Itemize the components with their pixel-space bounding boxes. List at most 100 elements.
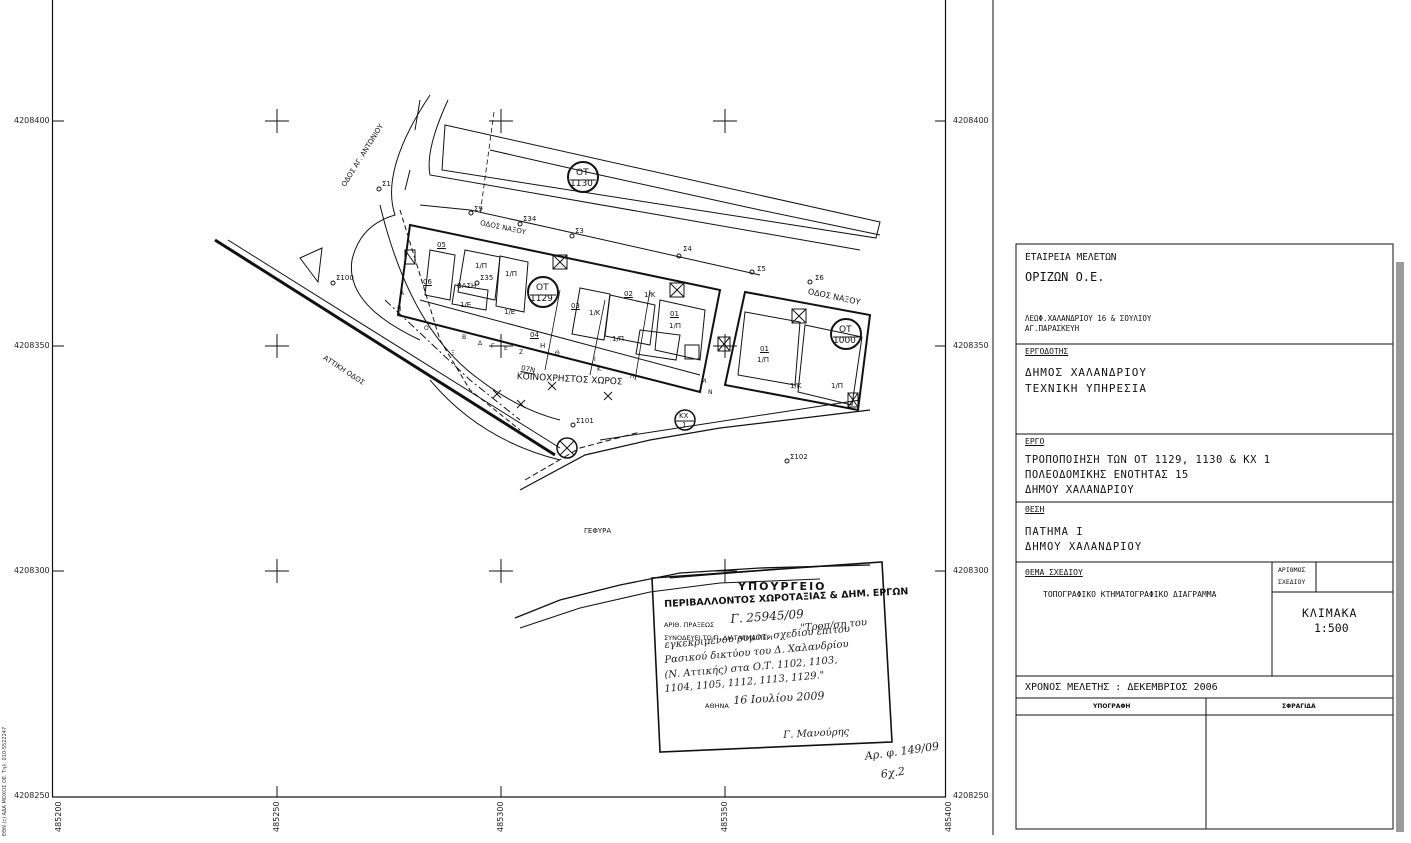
- corner-letter: Θ: [555, 350, 560, 357]
- building-type: 1/Ε: [504, 308, 516, 316]
- client-name: ΔΗΜΟΣ ΧΑΛΑΝΔΡΙΟΥ: [1025, 366, 1147, 379]
- stamp-act-label: ΑΡΙΘ. ΠΡΑΞΕΩΣ: [664, 621, 715, 629]
- building-type: 1/Π: [757, 356, 770, 364]
- corner-letter: Γ: [491, 343, 495, 350]
- block-1130-circle: [567, 161, 599, 193]
- block-label: ΟΤ: [576, 168, 589, 178]
- project-line: ΠΟΛΕΟΔΟΜΙΚΗΣ ΕΝΟΤΗΤΑΣ 15: [1025, 469, 1189, 481]
- station-label: Σ1: [382, 180, 391, 188]
- block-1000-circle: [830, 318, 862, 350]
- map-frame: [51, 0, 947, 798]
- titleblock-lines: [1015, 243, 1394, 830]
- plot-code: 01: [760, 345, 769, 353]
- station-label: Σ6: [815, 274, 824, 282]
- printer-code: ΕΘΝ (c) ΑΔΑ ΜΟΧΟΣ ΟΕ. Τηλ. 010-5522247: [2, 726, 8, 836]
- study-date: ΧΡΟΝΟΣ ΜΕΛΕΤΗΣ : ΔΕΚΕΜΒΡΙΟΣ 2006: [1025, 682, 1218, 693]
- block-1129-outline: [396, 223, 722, 394]
- location-line: ΔΗΜΟΥ ΧΑΛΑΝΔΡΙΟΥ: [1025, 541, 1143, 553]
- northing-label-right: 4208300: [953, 566, 989, 575]
- easting-label: 485400: [944, 801, 953, 832]
- grid-crosses: [265, 109, 737, 583]
- tree-marks: [492, 381, 613, 409]
- survey-stations: [330, 186, 813, 464]
- corner-letter: Π: [397, 306, 402, 313]
- block-1130-outline: [441, 124, 881, 239]
- plot-code: 01: [670, 310, 679, 318]
- block-number: 1130: [570, 179, 593, 189]
- block-circles: [527, 161, 862, 459]
- corner-letter: Η: [540, 342, 546, 350]
- project-line: ΤΡΟΠΟΠΟΙΗΣΗ ΤΩΝ ΟΤ 1129, 1130 & ΚΧ 1: [1025, 454, 1271, 466]
- corner-letter: Ε: [504, 345, 508, 352]
- corner-letter: Δ: [478, 340, 483, 347]
- northing-label: 4208300: [14, 566, 50, 575]
- project-line: ΔΗΜΟΥ ΧΑΛΑΝΔΡΙΟΥ: [1025, 484, 1135, 496]
- station-label: Σ100: [336, 274, 354, 282]
- building-type: 1/Π: [831, 382, 844, 390]
- stamp-accompanies: ΣΥΝΟΔΕΥΕΙ ΤΟ Π. ΔΙΑΤΑΓΜΑ ΠΕΡΙ: [664, 634, 773, 642]
- scale-value: 1:500: [1314, 621, 1349, 635]
- roads: [350, 94, 881, 461]
- northing-label: 4208250: [14, 791, 50, 800]
- seal-label: ΣΦΡΑΓΙΔΑ: [1282, 703, 1316, 710]
- northing-label-right: 4208350: [953, 341, 989, 350]
- scan-edge-shadow: [1396, 262, 1404, 832]
- block-kx1-circle: [674, 409, 696, 431]
- station-label: Σ102: [790, 453, 808, 461]
- northing-label: 4208350: [14, 341, 50, 350]
- project-label: ΕΡΓΟ: [1025, 437, 1045, 446]
- station-label: Σ5: [757, 265, 766, 273]
- company-address: ΑΓ.ΠΑΡΑΣΚΕΥΗ: [1025, 324, 1080, 333]
- building-type: 1/Ε: [460, 301, 472, 309]
- company-address: ΛΕΩΦ.ΧΑΛΑΝΔΡΙΟΥ 16 & ΣΟΥΛΙΟΥ: [1025, 314, 1152, 323]
- station-label: Σ101: [576, 417, 594, 425]
- subject: ΤΟΠΟΓΡΑΦΙΚΟ ΚΤΗΜΑΤΟΓΡΑΦΙΚΟ ΔΙΑΓΡΑΜΜΑ: [1043, 590, 1217, 599]
- station-label: Σ35: [480, 274, 494, 282]
- stamp-athens-label: ΑΘΗΝΑ: [705, 702, 729, 710]
- plot-code: 05: [437, 241, 446, 249]
- bridge-lines: [514, 564, 871, 629]
- building-type: ΒΑΣΗ: [457, 282, 477, 290]
- crossing-circle: [556, 437, 578, 459]
- corner-letter: Ζ: [519, 349, 524, 356]
- easting-label: 485250: [272, 801, 281, 832]
- building-type: 1/Κ: [589, 309, 601, 317]
- building-type: 1/Κ: [790, 382, 802, 390]
- signature-label: ΥΠΟΓΡΑΦΗ: [1093, 703, 1131, 710]
- block-number: 1000: [833, 336, 856, 346]
- client-dept: ΤΕΧΝΙΚΗ ΥΠΗΡΕΣΙΑ: [1025, 382, 1147, 395]
- bridge-label: ΓΕΦΥΡΑ: [584, 527, 612, 535]
- plot-code: 02: [624, 290, 633, 298]
- hatched-boxes: [404, 249, 859, 408]
- station-label: Σ34: [523, 215, 537, 223]
- northing-ticks: [52, 120, 946, 572]
- location-label: ΘΕΣΗ: [1025, 505, 1045, 514]
- station-label: Σ4: [683, 245, 692, 253]
- plot-code: 06: [423, 278, 432, 286]
- block-label: ΟΤ: [839, 325, 852, 335]
- scale-label: ΚΛΙΜΑΚΑ: [1302, 606, 1358, 620]
- corner-letter: Β: [462, 334, 467, 341]
- building-type: 1/Κ: [644, 291, 656, 299]
- easting-ticks: [276, 786, 726, 797]
- plot-code: 03: [571, 302, 580, 310]
- station-label: Σ3: [575, 227, 584, 235]
- corner-letter: Ο: [424, 325, 429, 332]
- traffic-island: [299, 247, 323, 284]
- plot-code: 04: [530, 331, 539, 339]
- station-label: Σ9: [474, 205, 483, 213]
- easting-label: 485350: [720, 801, 729, 832]
- stamp-ministry: ΥΠΟΥΡΓΕΙΟ: [738, 580, 827, 593]
- company-name: ΟΡΙΖΩΝ Ο.Ε.: [1025, 270, 1105, 284]
- block-1129-circle: [527, 276, 559, 308]
- stamp-border: [651, 561, 893, 753]
- building-type: 1/Π: [669, 322, 682, 330]
- drawing-number-label: ΑΡΙΘΜΟΣ: [1278, 566, 1306, 574]
- block-number: 1129: [530, 294, 553, 304]
- corner-letter: Ι: [594, 356, 596, 363]
- subject-label: ΘΕΜΑ ΣΧΕΔΙΟΥ: [1025, 568, 1083, 577]
- corner-letter: Α: [400, 290, 405, 297]
- attiki-odos-lines: [214, 238, 871, 491]
